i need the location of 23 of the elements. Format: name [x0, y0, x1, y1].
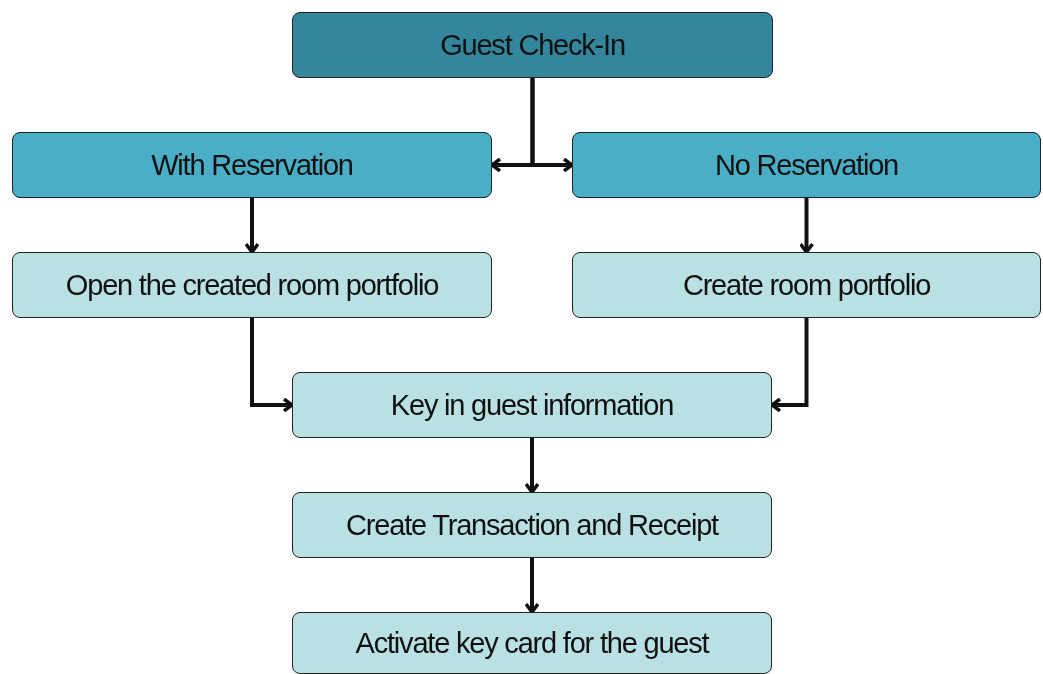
arrow	[524, 558, 540, 614]
node-label: Open the created room portfolio	[65, 268, 439, 302]
process-box	[292, 612, 772, 674]
branch-box	[572, 132, 1041, 198]
arrow	[530, 78, 574, 173]
process-box	[572, 252, 1041, 318]
node-label: Create room portfolio	[682, 268, 931, 302]
node-label: Guest Check-In	[440, 28, 625, 62]
process-box	[292, 372, 772, 438]
node-label: Key in guest information	[390, 388, 674, 422]
arrow	[798, 198, 815, 254]
node-label: No Reservation	[714, 148, 899, 182]
process-box	[12, 252, 492, 318]
process-box	[292, 492, 772, 558]
arrow	[250, 318, 294, 413]
node-label: Create Transaction and Receipt	[346, 508, 718, 542]
start-box	[292, 12, 773, 78]
arrow	[770, 318, 809, 413]
node-label: With Reservation	[151, 148, 353, 182]
arrow	[524, 438, 540, 494]
branch-box	[12, 132, 492, 198]
node-label: Activate key card for the guest	[355, 626, 709, 660]
arrow	[244, 198, 260, 254]
